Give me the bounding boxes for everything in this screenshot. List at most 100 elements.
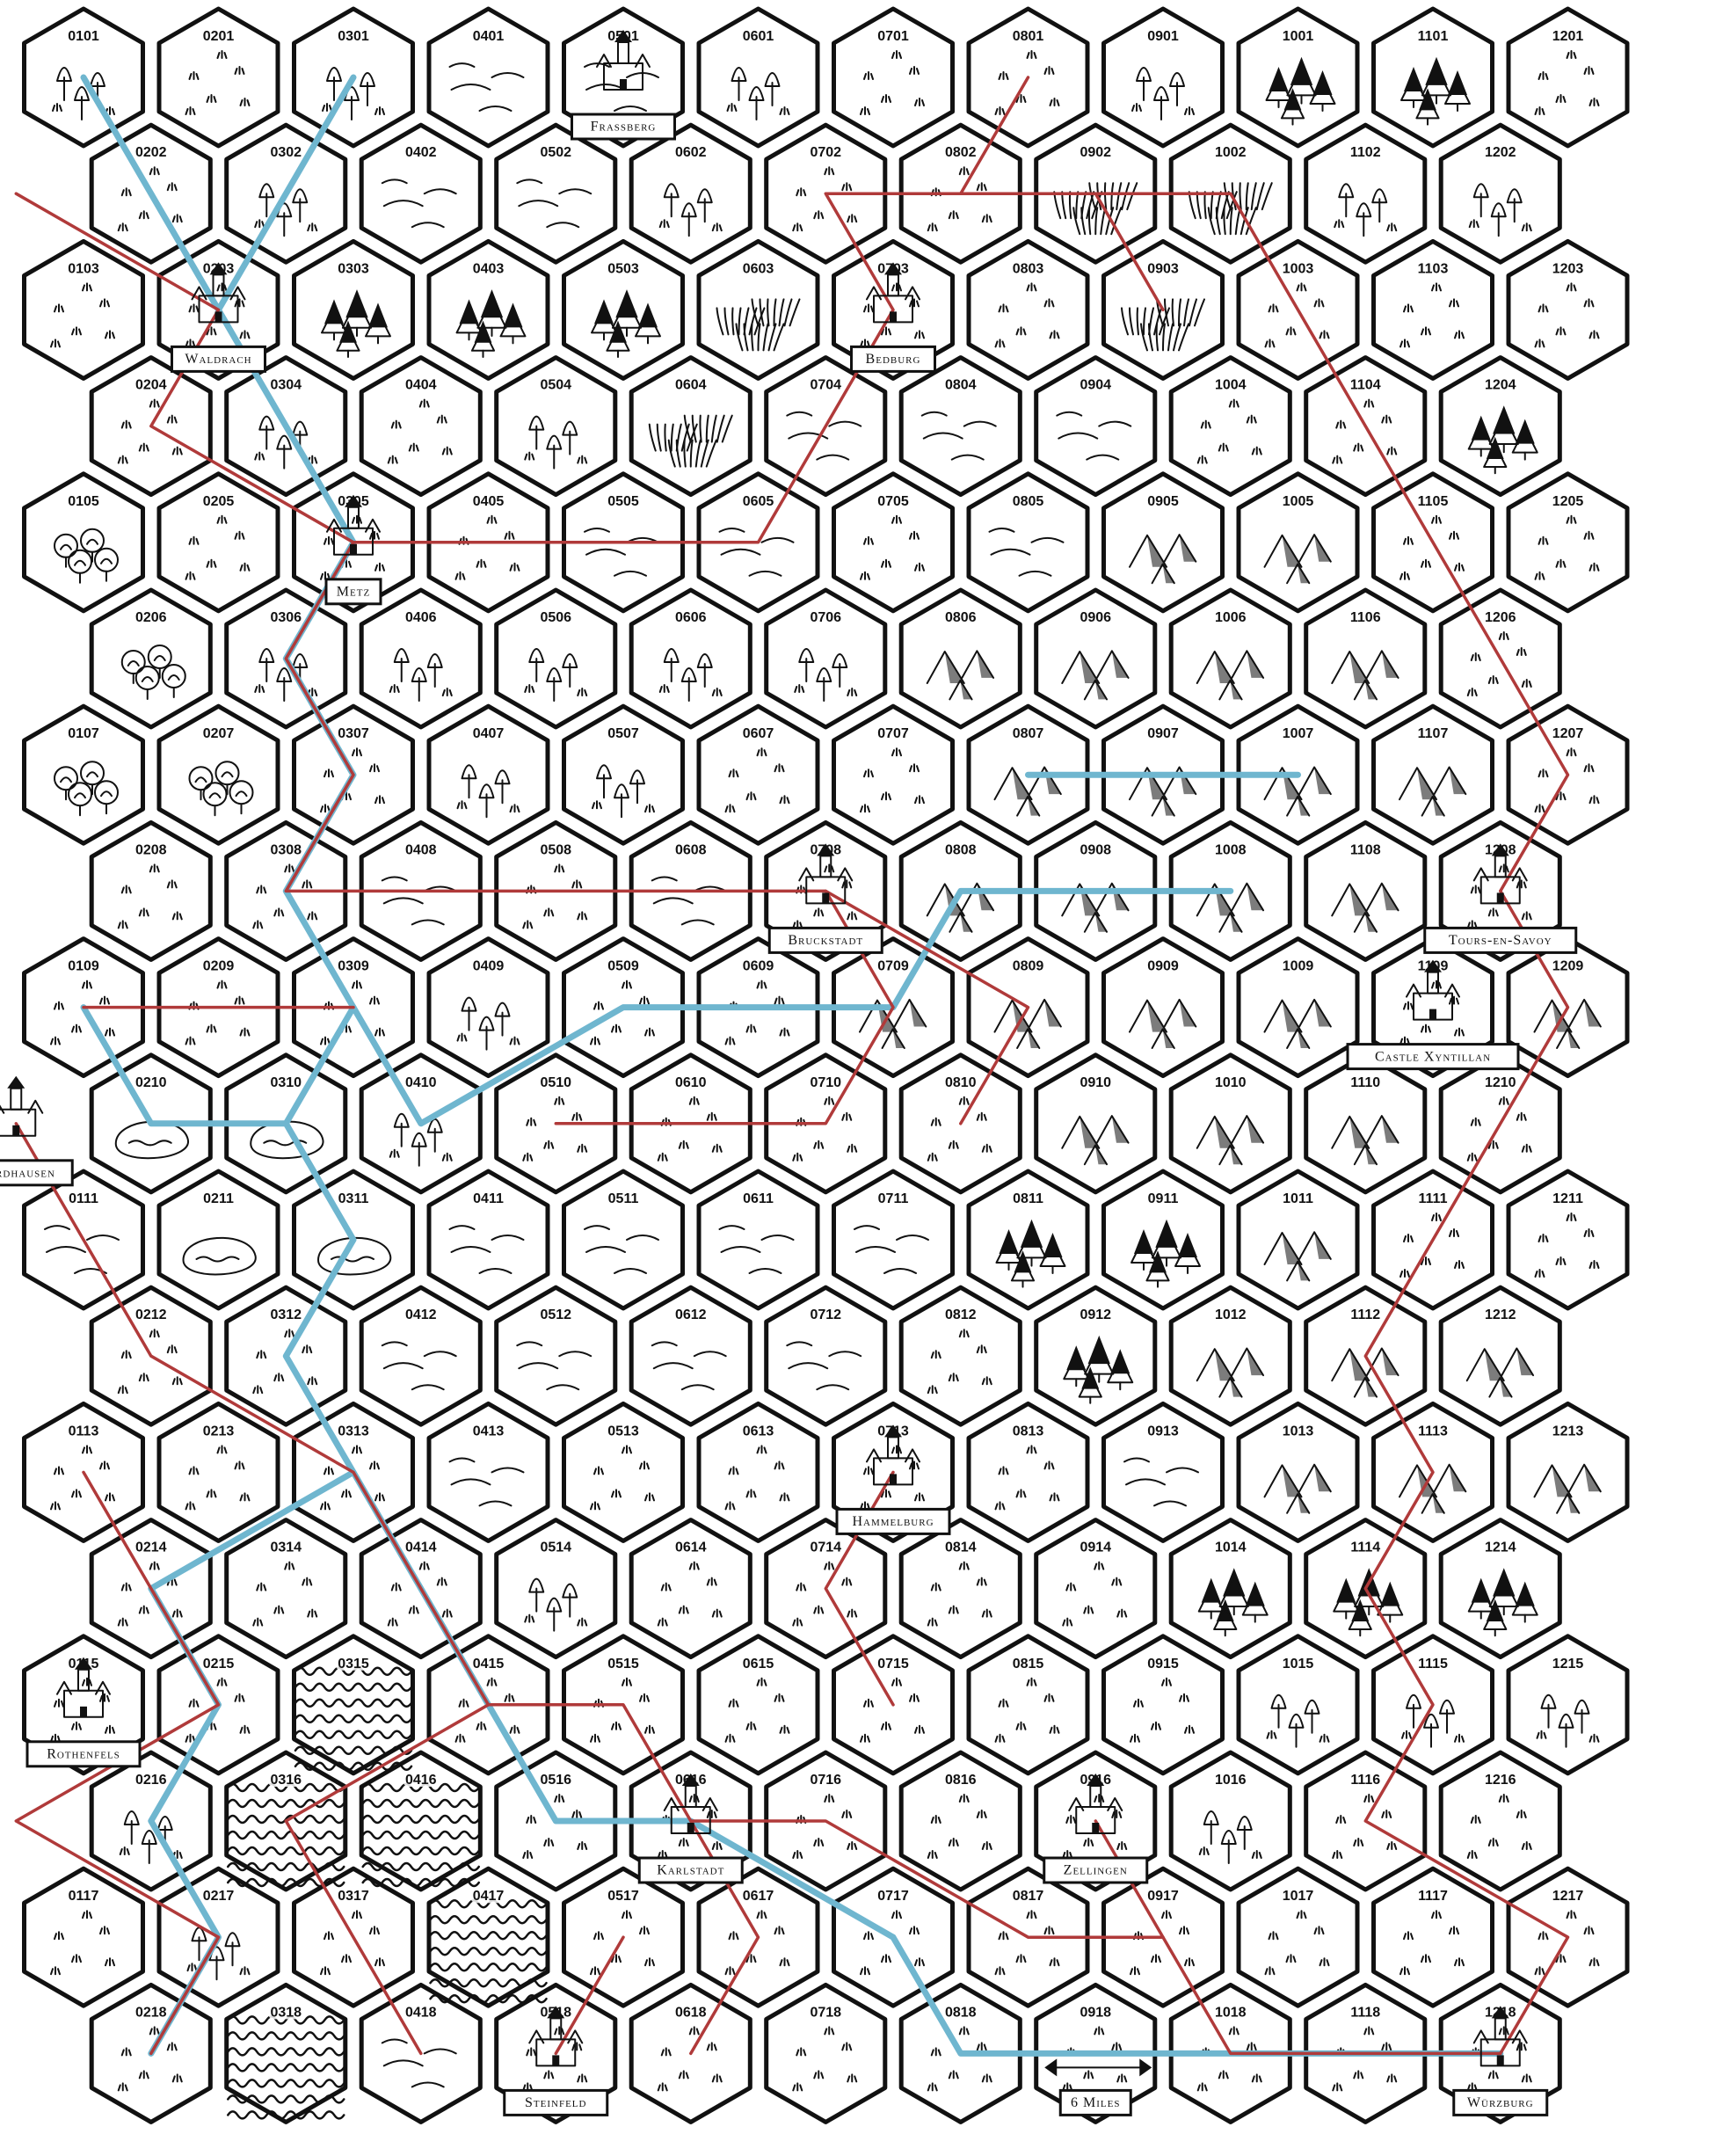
hex-0803[interactable] [966,238,1090,381]
hex-0603[interactable] [696,238,820,381]
place-label[interactable]: Castle Xyntillan [1346,959,1520,1071]
hex-0913[interactable] [1101,1401,1225,1543]
place-label[interactable]: Nordhausen [0,1075,74,1187]
hex-0105[interactable] [22,471,145,614]
hex-1201[interactable] [1506,6,1630,149]
hex-0207[interactable] [156,703,280,846]
terrain-light_woods [119,1810,183,1864]
place-label[interactable]: Hammelburg [835,1424,951,1535]
hex-1106[interactable] [1304,587,1428,730]
hex-0707[interactable] [832,703,955,846]
hex-0413[interactable] [426,1401,550,1543]
hex-1203[interactable] [1506,238,1630,381]
hex-1213[interactable] [1506,1401,1630,1543]
grass-icon [1566,514,1577,524]
hex-1013[interactable] [1236,1401,1360,1543]
hex-0512[interactable] [494,1285,618,1427]
hex-0910[interactable] [1034,1053,1158,1195]
grass-icon [1313,1926,1325,1935]
place-label[interactable]: Würzburg [1452,2006,1549,2116]
hex-0806[interactable] [898,587,1022,730]
hex-0208[interactable] [89,819,213,962]
hex-0511[interactable] [562,1169,685,1311]
hex-1004[interactable] [1168,355,1292,498]
hex-0502[interactable] [494,122,618,265]
hex-0205[interactable] [156,471,280,614]
hex-0402[interactable] [359,122,483,265]
hex-0117[interactable] [22,1866,145,2008]
hex-0814[interactable] [898,1518,1022,1660]
grass-icon [206,94,217,103]
hex-0607[interactable] [696,703,820,846]
hex-1109[interactable] [1371,936,1494,1079]
hex-1009[interactable] [1236,936,1360,1079]
hex-0206[interactable] [89,587,213,730]
hex-0404[interactable] [359,355,483,498]
hex-0914[interactable] [1034,1518,1158,1660]
hex-1006[interactable] [1168,587,1292,730]
hex-1216[interactable] [1438,1750,1562,1892]
hex-1107[interactable] [1371,703,1494,846]
hex-0906[interactable] [1034,587,1158,730]
hex-0711[interactable] [832,1169,955,1311]
grass-icon [418,1561,430,1570]
hex-0501[interactable] [562,6,685,149]
hex-0905[interactable] [1101,471,1225,614]
hex-0613[interactable] [696,1401,820,1543]
hex-0904[interactable] [1034,355,1158,498]
hex-number: 0414 [405,1541,437,1555]
place-label[interactable]: Frassberg [571,30,676,141]
hex-0718[interactable] [764,1982,888,2124]
hex-0909[interactable] [1101,936,1225,1079]
hex-0612[interactable] [629,1285,752,1427]
grass-icon [927,2082,938,2092]
hex-0915[interactable] [1101,1634,1225,1776]
hex-1117[interactable] [1371,1866,1494,2008]
hex-0107[interactable] [22,703,145,846]
hex-0816[interactable] [898,1750,1022,1892]
hex-0103[interactable] [22,238,145,381]
hex-0411[interactable] [426,1169,550,1311]
hex-1212[interactable] [1438,1285,1562,1427]
hex-0412[interactable] [359,1285,483,1427]
hex-0614[interactable] [629,1518,752,1660]
hex-1103[interactable] [1371,238,1494,381]
hex-0115[interactable] [22,1634,145,1776]
hex-0201[interactable] [156,6,280,149]
hex-0314[interactable] [224,1518,348,1660]
hex-0705[interactable] [832,471,955,614]
hex-0401[interactable] [426,6,550,149]
place-label[interactable]: Waldrach [171,262,266,373]
hex-0804[interactable] [898,355,1022,498]
hex-1205[interactable] [1506,471,1630,614]
place-label[interactable]: Bedburg [850,262,936,373]
place-label[interactable]: Karlstadt [637,1774,744,1884]
hex-0211[interactable] [156,1169,280,1311]
hex-0615[interactable] [696,1634,820,1776]
hex-1011[interactable] [1236,1169,1360,1311]
hex-1012[interactable] [1168,1285,1292,1427]
hex-0513[interactable] [562,1401,685,1543]
hex-1110[interactable] [1304,1053,1428,1195]
hex-0812[interactable] [898,1285,1022,1427]
hex-0701[interactable] [832,6,955,149]
hex-0813[interactable] [966,1401,1090,1543]
hex-1010[interactable] [1168,1053,1292,1195]
place-label[interactable]: Rothenfels [25,1657,142,1768]
hex-0712[interactable] [764,1285,888,1427]
place-label[interactable]: Zellingen [1043,1774,1149,1884]
hex-1017[interactable] [1236,1866,1360,2008]
hex-1005[interactable] [1236,471,1360,614]
hex-0213[interactable] [156,1401,280,1543]
hex-0611[interactable] [696,1169,820,1311]
hex-1108[interactable] [1304,819,1428,962]
place-label[interactable]: Metz [324,494,382,606]
place-label[interactable]: Tours-en-Savoy [1423,843,1578,954]
hex-1211[interactable] [1506,1169,1630,1311]
hex-0604[interactable] [629,355,752,498]
place-label[interactable]: Bruckstadt [767,843,883,954]
hex-0805[interactable] [966,471,1090,614]
grass-icon [863,535,874,545]
place-label[interactable]: Steinfeld [503,2006,609,2116]
hex-0815[interactable] [966,1634,1090,1776]
